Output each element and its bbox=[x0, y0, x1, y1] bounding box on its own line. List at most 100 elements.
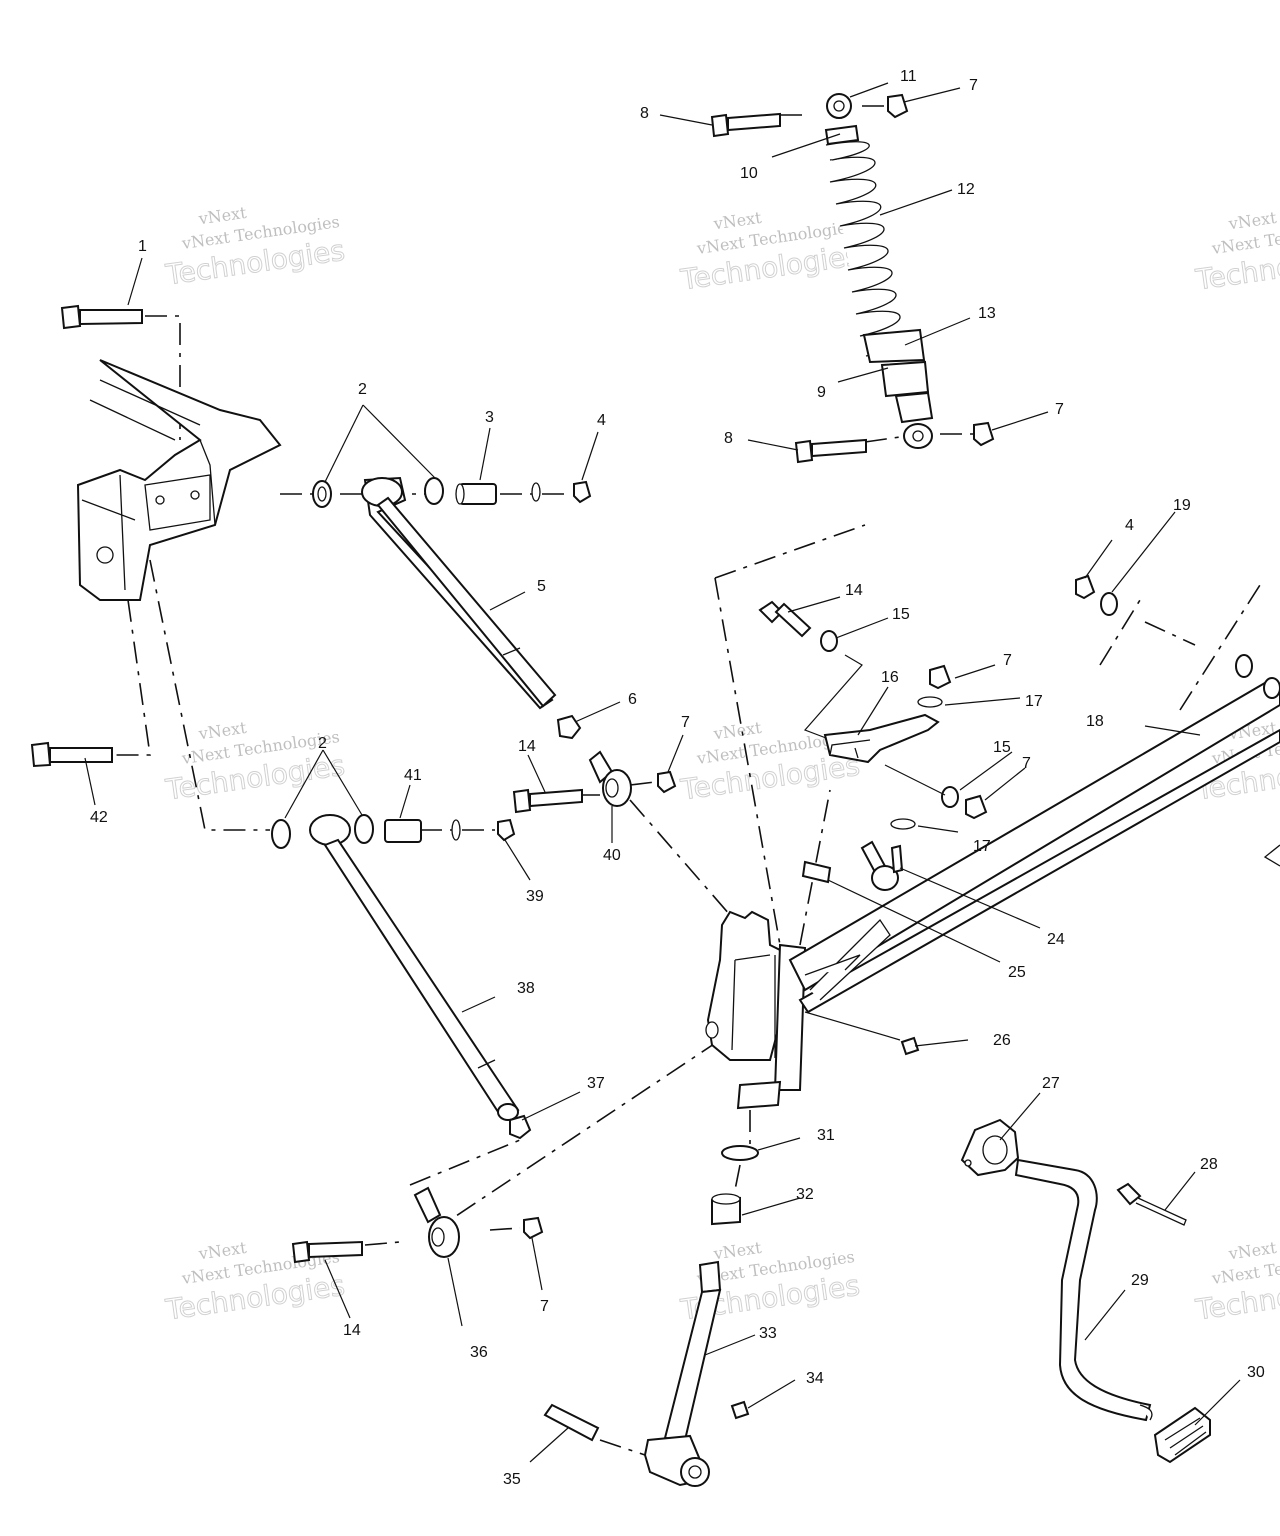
nut-7-bracket bbox=[929, 664, 952, 690]
edge-arrow bbox=[1263, 844, 1280, 867]
grease-fitting-34 bbox=[730, 1400, 750, 1420]
nut-7-bracket-lower bbox=[965, 794, 988, 820]
callout-4-upper: 4 bbox=[597, 412, 606, 429]
washer-right bbox=[1235, 654, 1253, 678]
callout-19: 19 bbox=[1173, 497, 1191, 514]
callout-37: 37 bbox=[587, 1075, 605, 1092]
callout-11: 11 bbox=[900, 68, 917, 85]
nut-7-mid bbox=[657, 770, 677, 794]
callout-31: 31 bbox=[817, 1127, 835, 1144]
ball-joint-24 bbox=[860, 840, 904, 891]
sleeve-41 bbox=[384, 819, 422, 843]
nut-39 bbox=[497, 818, 516, 842]
callout-5: 5 bbox=[537, 578, 546, 595]
bushing-2-upper bbox=[312, 477, 444, 508]
watermark: vNext vNext Technologies Technologies bbox=[1193, 1238, 1280, 1327]
nut-4-right bbox=[1075, 574, 1096, 600]
bolt-1 bbox=[60, 304, 143, 330]
callout-3: 3 bbox=[485, 409, 494, 426]
watermark-logo: vNext bbox=[1227, 208, 1279, 234]
bushing-2-lower bbox=[271, 814, 374, 849]
washer-19 bbox=[1100, 592, 1118, 616]
callout-8-lower: 8 bbox=[724, 430, 733, 447]
bolt-8-lower bbox=[794, 438, 867, 464]
callout-38: 38 bbox=[517, 980, 535, 997]
nut-6 bbox=[556, 714, 582, 740]
callout-7-mid: 7 bbox=[681, 714, 690, 731]
nut-7-shock-lower bbox=[973, 421, 995, 447]
pin-28 bbox=[1116, 1182, 1187, 1226]
o-ring bbox=[451, 819, 461, 841]
bushing-25 bbox=[801, 860, 832, 884]
watermark-logo: vNext bbox=[197, 1238, 249, 1264]
bolt-14-mid bbox=[512, 788, 583, 814]
callout-13: 13 bbox=[978, 305, 996, 322]
watermark-logo: vNext bbox=[197, 718, 249, 744]
pin-35 bbox=[543, 1403, 600, 1442]
callout-29: 29 bbox=[1131, 1272, 1149, 1289]
lower-arm-38 bbox=[309, 814, 520, 1121]
callout-15-upper: 15 bbox=[892, 606, 910, 623]
frame-bracket bbox=[76, 359, 282, 601]
callout-17-upper: 17 bbox=[1025, 693, 1043, 710]
callout-7-bracket: 7 bbox=[1003, 652, 1012, 669]
nut-7-shock-upper bbox=[887, 93, 909, 119]
leader-lines bbox=[84, 82, 1241, 1463]
watermark-group: vNext vNext Technologies Technologies vN… bbox=[163, 203, 1280, 1327]
callout-18: 18 bbox=[1086, 713, 1104, 730]
callout-7-shock-upper: 7 bbox=[969, 77, 978, 94]
assembly-lines bbox=[115, 105, 1280, 1456]
watermark-logo: vNext bbox=[1227, 1238, 1279, 1264]
callout-17-lower: 17 bbox=[973, 838, 991, 855]
callout-25: 25 bbox=[1008, 964, 1026, 981]
washer-17-upper bbox=[917, 696, 943, 708]
watermark: vNext vNext Technologies Technologies bbox=[163, 1238, 348, 1327]
pedal-pad-30 bbox=[1153, 1406, 1211, 1464]
washer-31 bbox=[721, 1145, 759, 1161]
bolt-14-lower bbox=[291, 1240, 363, 1264]
o-ring bbox=[531, 482, 541, 502]
watermark-logo: vNext bbox=[712, 1238, 764, 1264]
pedal-bracket-27 bbox=[960, 1118, 1020, 1177]
callout-6: 6 bbox=[628, 691, 637, 708]
callout-27: 27 bbox=[1042, 1075, 1060, 1092]
callout-2-lower: 2 bbox=[318, 735, 327, 752]
callout-7-shock-lower: 7 bbox=[1055, 401, 1064, 418]
watermark: vNext vNext Technologies Technologies bbox=[163, 203, 348, 292]
nut-7-lower bbox=[523, 1216, 544, 1240]
callout-2-upper: 2 bbox=[358, 381, 367, 398]
callout-12: 12 bbox=[957, 181, 975, 198]
callout-7-lower: 7 bbox=[540, 1298, 549, 1315]
spindle-knuckle bbox=[705, 910, 807, 1110]
grease-fitting-26 bbox=[900, 1036, 920, 1056]
nut-37 bbox=[509, 1114, 532, 1140]
callout-32: 32 bbox=[796, 1186, 814, 1203]
watermark-logo: vNext bbox=[712, 718, 764, 744]
callout-7-bracket-lower: 7 bbox=[1022, 755, 1031, 772]
callout-34: 34 bbox=[806, 1370, 824, 1387]
callout-4-right: 4 bbox=[1125, 517, 1134, 534]
watermark: vNext vNext Technologies Technologies bbox=[1193, 208, 1280, 297]
callout-9: 9 bbox=[817, 384, 826, 401]
watermark-logo: vNext bbox=[197, 203, 249, 229]
callout-35: 35 bbox=[503, 1471, 521, 1488]
watermark: vNext vNext Technologies Technologies bbox=[163, 718, 348, 807]
shock-absorber bbox=[824, 93, 934, 449]
callout-15-lower: 15 bbox=[993, 739, 1011, 756]
callout-39: 39 bbox=[526, 888, 544, 905]
nut-4-upper bbox=[573, 480, 592, 504]
ball-joint-40 bbox=[588, 750, 632, 807]
bushing-32 bbox=[711, 1193, 741, 1226]
callout-26: 26 bbox=[993, 1032, 1011, 1049]
callouts: 1 2 3 4 5 6 7 14 40 2 41 39 42 38 37 36 … bbox=[90, 68, 1265, 1488]
callout-41: 41 bbox=[404, 767, 422, 784]
bracket-16 bbox=[823, 713, 940, 764]
watermark: vNext vNext Technologies Technologies bbox=[678, 208, 863, 297]
ball-joint-36 bbox=[413, 1186, 460, 1258]
parts bbox=[30, 93, 1280, 1487]
callout-16: 16 bbox=[881, 669, 899, 686]
washer-17-lower bbox=[890, 818, 916, 830]
pedal-lever-29 bbox=[1014, 1158, 1153, 1422]
bolt-42 bbox=[30, 741, 113, 768]
